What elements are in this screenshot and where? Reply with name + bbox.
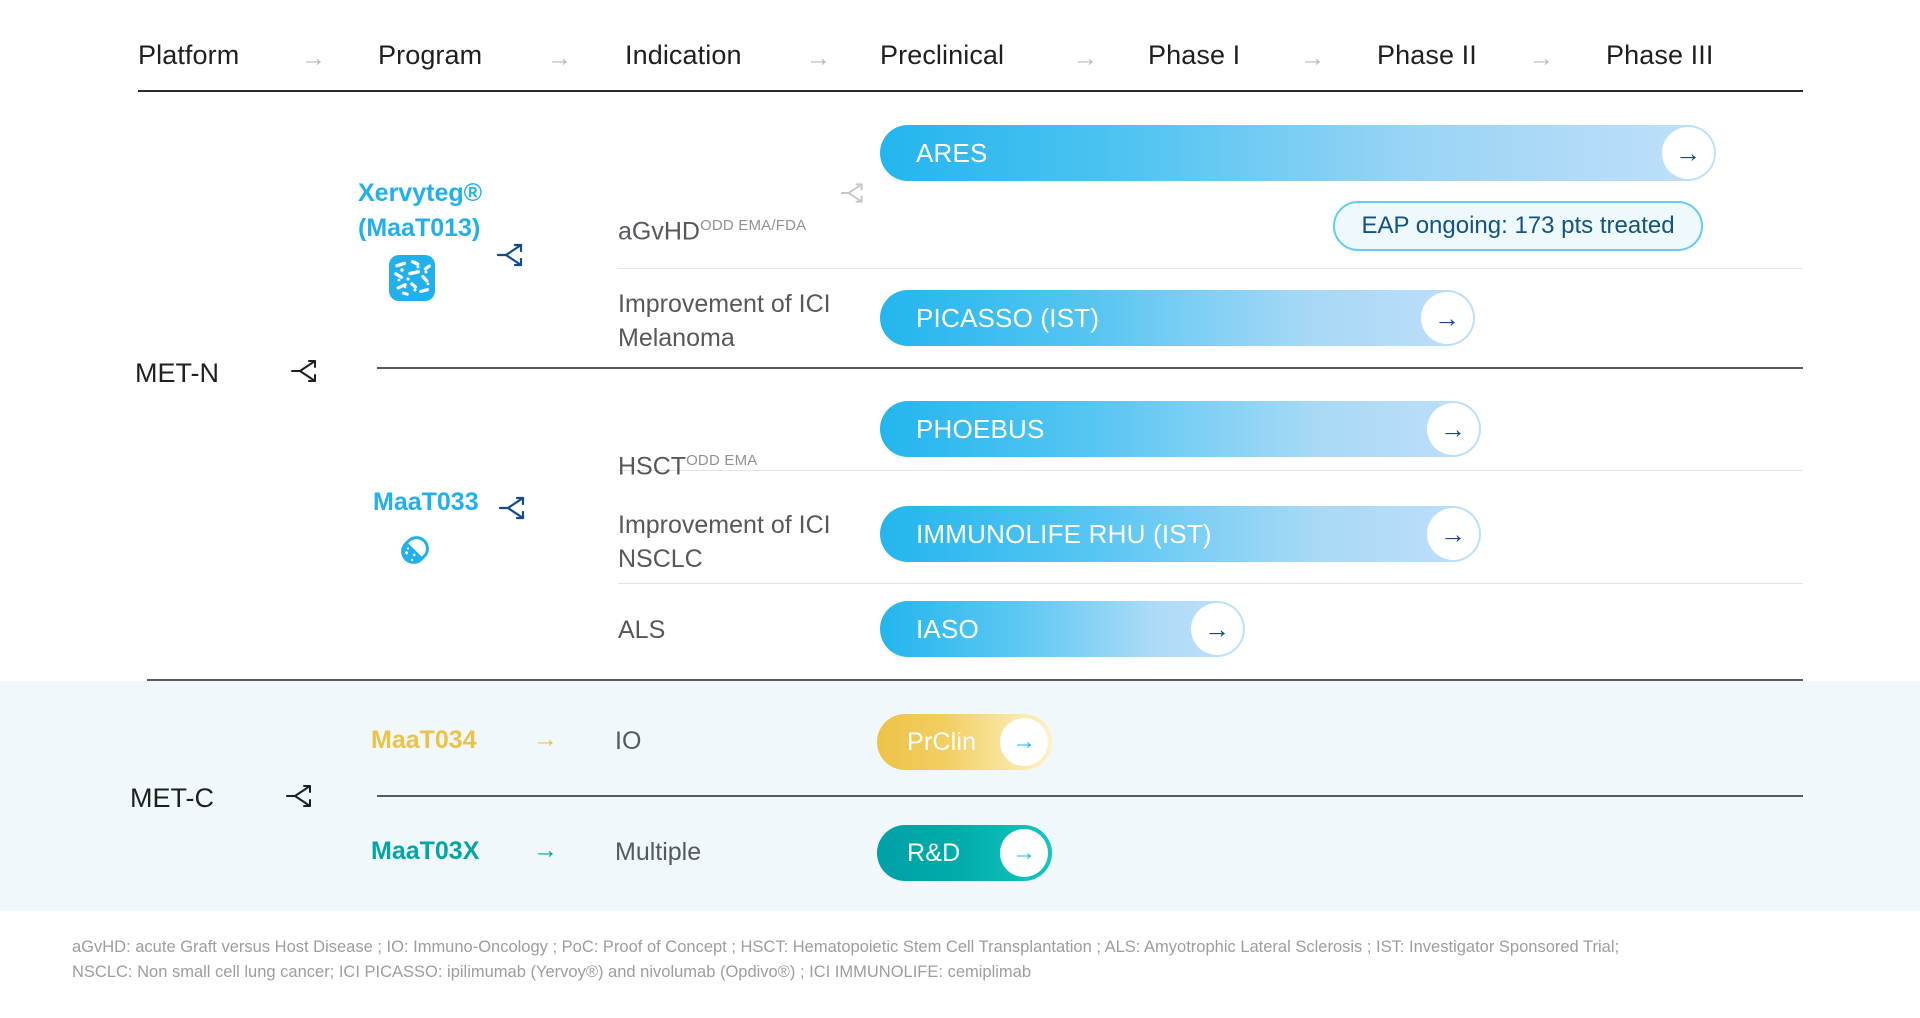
trial-bar-label: ARES (916, 137, 988, 168)
platform-label-met-n: MET-N (135, 358, 219, 388)
indication-superscript: ODD EMA (686, 452, 758, 469)
arrow-right-icon[interactable]: → (1191, 603, 1243, 655)
trial-bar-iaso[interactable]: IASO → (880, 601, 1245, 657)
status-badge-eap: EAP ongoing: 173 pts treated (1333, 201, 1703, 251)
trial-bar-label: R&D (907, 838, 961, 867)
trial-bar-label: PHOEBUS (916, 413, 1045, 444)
footnote-line-1: aGvHD: acute Graft versus Host Disease ;… (72, 938, 1620, 956)
program-name-maat013-line1: Xervyteg® (358, 179, 483, 207)
trial-bar-ares[interactable]: ARES → (880, 125, 1716, 181)
footnotes: aGvHD: acute Graft versus Host Disease ;… (72, 935, 1872, 985)
indication-hsct: HSCTODD EMA (618, 410, 757, 483)
arrow-right-icon: → (533, 725, 558, 753)
indication-io: IO (615, 727, 642, 755)
program-name-maat033: MaaT033 (373, 488, 479, 516)
header-phase-ii: Phase II (1377, 40, 1477, 70)
branch-split-icon (290, 356, 320, 391)
trial-bar-picasso[interactable]: PICASSO (IST) → (880, 290, 1475, 346)
capsule-pill-icon (390, 525, 440, 580)
trial-bar-prclin[interactable]: PrClin → (877, 714, 1052, 770)
program-name-maat013-line2: (MaaT013) (358, 214, 481, 242)
indication-als: ALS (618, 616, 666, 644)
arrow-right-icon[interactable]: → (1421, 292, 1473, 344)
trial-bar-rnd[interactable]: R&D → (877, 825, 1052, 881)
indication-label: aGvHD (618, 217, 700, 246)
trial-bar-phoebus[interactable]: PHOEBUS → (880, 401, 1481, 457)
program-name-maat034: MaaT034 (371, 726, 477, 754)
program-divider (377, 367, 1803, 369)
indication-melanoma: Improvement of ICI Melanoma (618, 290, 831, 352)
header-preclinical: Preclinical (880, 40, 1005, 70)
indication-superscript: ODD EMA/FDA (699, 217, 807, 234)
arrow-right-icon: → (1073, 44, 1098, 72)
arrow-right-icon[interactable]: → (1000, 829, 1048, 877)
branch-split-icon (840, 180, 866, 211)
arrow-right-icon[interactable]: → (1000, 718, 1048, 766)
branch-split-icon (498, 493, 528, 528)
trial-bar-label: IMMUNOLIFE RHU (IST) (916, 518, 1212, 549)
trial-bar-label: PrClin (907, 727, 977, 756)
indication-multiple: Multiple (615, 838, 702, 866)
footnote-line-2: NSCLC: Non small cell lung cancer; ICI P… (72, 963, 1032, 981)
row-divider (618, 583, 1803, 584)
row-divider (618, 470, 1803, 471)
program-divider (377, 795, 1803, 797)
header-indication: Indication (625, 40, 742, 70)
branch-split-icon (496, 240, 526, 275)
stage-header: Platform → Program → Indication → Precli… (138, 30, 1803, 92)
program-name-maat03x: MaaT03X (371, 837, 480, 865)
indication-label: HSCT (618, 452, 687, 481)
arrow-right-icon: → (301, 44, 326, 72)
header-phase-iii: Phase III (1606, 40, 1714, 70)
platform-label-met-c: MET-C (130, 783, 214, 813)
indication-nsclc: Improvement of ICI NSCLC (618, 511, 831, 573)
row-divider (618, 268, 1803, 269)
header-phase-i: Phase I (1148, 40, 1241, 70)
arrow-right-icon: → (547, 44, 572, 72)
arrow-right-icon[interactable]: → (1662, 127, 1714, 179)
trial-bar-immunolife[interactable]: IMMUNOLIFE RHU (IST) → (880, 506, 1481, 562)
header-platform: Platform (138, 40, 240, 70)
trial-bar-label: IASO (916, 613, 979, 644)
indication-agvhd: aGvHDODD EMA/FDA (618, 175, 806, 248)
arrow-right-icon: → (533, 836, 558, 864)
header-program: Program (378, 40, 483, 70)
microbiome-square-icon (388, 254, 436, 307)
arrow-right-icon[interactable]: → (1427, 508, 1479, 560)
platform-divider (147, 679, 1803, 681)
arrow-right-icon: → (1300, 44, 1325, 72)
branch-split-icon (285, 781, 315, 816)
arrow-right-icon: → (1529, 44, 1554, 72)
arrow-right-icon[interactable]: → (1427, 403, 1479, 455)
arrow-right-icon: → (806, 44, 831, 72)
trial-bar-label: PICASSO (IST) (916, 302, 1100, 333)
